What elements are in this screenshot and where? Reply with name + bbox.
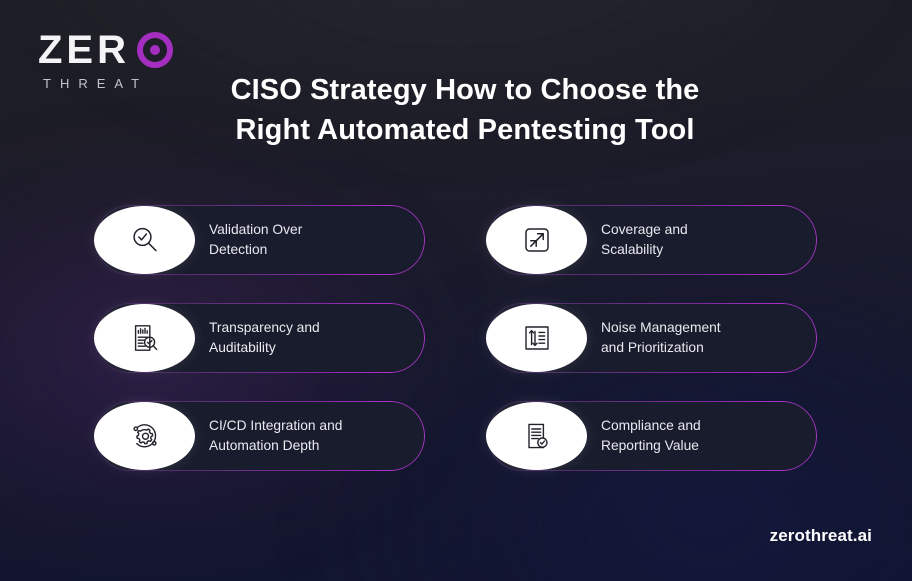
- document-chart-magnifier-icon: [94, 304, 195, 372]
- feature-card-validation-over-detection[interactable]: Validation Over Detection: [94, 205, 425, 275]
- feature-card-label-line-2: Automation Depth: [209, 438, 320, 453]
- feature-card-label: Validation Over Detection: [209, 220, 316, 261]
- feature-card-label-line-1: Coverage and: [601, 221, 688, 237]
- feature-card-noise-management-and-prioritization[interactable]: Noise Management and Prioritization: [486, 303, 817, 373]
- logo-wordmark: ZER: [38, 30, 238, 70]
- expand-arrow-square-icon: [486, 206, 587, 274]
- feature-card-cicd-integration-and-automation-depth[interactable]: CI/CD Integration and Automation Depth: [94, 401, 425, 471]
- logo-target-o-icon: [137, 32, 173, 68]
- sort-list-icon: [486, 304, 587, 372]
- feature-card-label-line-1: Compliance and: [601, 417, 701, 433]
- feature-card-label: Noise Management and Prioritization: [601, 318, 735, 359]
- feature-card-label: Coverage and Scalability: [601, 220, 702, 261]
- feature-card-label-line-1: Validation Over: [209, 221, 303, 237]
- magnifier-check-icon: [94, 206, 195, 274]
- page-title-line-1: CISO Strategy How to Choose the: [230, 74, 700, 106]
- feature-card-grid: Validation Over Detection Coverage and S…: [94, 205, 817, 471]
- feature-card-label: Compliance and Reporting Value: [601, 416, 715, 457]
- feature-card-coverage-and-scalability[interactable]: Coverage and Scalability: [486, 205, 817, 275]
- brand-logo: ZER THREAT: [38, 30, 238, 90]
- feature-card-label-line-1: Noise Management: [601, 319, 721, 335]
- document-check-icon: [486, 402, 587, 470]
- feature-card-transparency-and-auditability[interactable]: Transparency and Auditability: [94, 303, 425, 373]
- feature-card-label: CI/CD Integration and Automation Depth: [209, 416, 356, 457]
- page-title: CISO Strategy How to Choose the Right Au…: [180, 70, 750, 150]
- feature-card-compliance-and-reporting-value[interactable]: Compliance and Reporting Value: [486, 401, 817, 471]
- feature-card-label: Transparency and Auditability: [209, 318, 334, 359]
- feature-card-label-line-1: Transparency and: [209, 319, 320, 335]
- logo-text-zer: ZER: [38, 28, 130, 72]
- feature-card-label-line-1: CI/CD Integration and: [209, 417, 343, 433]
- feature-card-label-line-2: Reporting Value: [601, 438, 699, 453]
- feature-card-label-line-2: and Prioritization: [601, 340, 704, 355]
- feature-card-label-line-2: Scalability: [601, 242, 664, 257]
- page-title-line-2: Right Automated Pentesting Tool: [235, 114, 695, 146]
- feature-card-label-line-2: Detection: [209, 242, 268, 257]
- logo-text-threat: THREAT: [43, 76, 149, 91]
- gear-orbit-icon: [94, 402, 195, 470]
- feature-card-label-line-2: Auditability: [209, 340, 276, 355]
- footer-website-url[interactable]: zerothreat.ai: [769, 526, 872, 545]
